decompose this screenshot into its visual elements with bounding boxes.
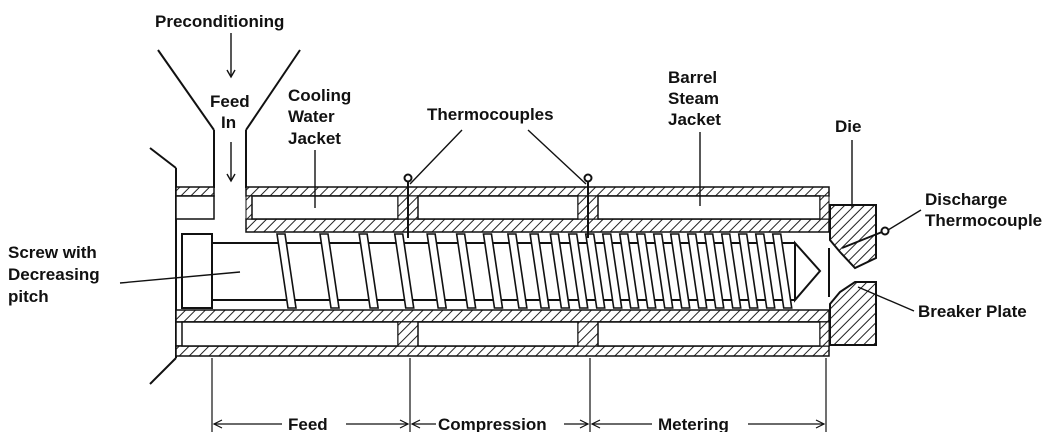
label-feed-in-line2: In: [221, 113, 236, 132]
screw-flight: [652, 233, 674, 309]
screw-flight: [635, 233, 657, 309]
label-preconditioning: Preconditioning: [155, 12, 284, 31]
screw-flight: [549, 233, 571, 309]
screw-flight: [276, 233, 297, 309]
screw-flight: [703, 233, 725, 309]
label-die: Die: [835, 117, 861, 136]
barrel-lower-wall: [175, 309, 830, 357]
screw-flight: [771, 233, 793, 309]
label-screw-line3: pitch: [8, 287, 49, 306]
screw-flight: [754, 233, 776, 309]
label-cooling-line2: Water: [288, 107, 335, 126]
barrel-end-wall: [149, 147, 177, 385]
screw-flight: [482, 233, 504, 309]
label-screw-line1: Screw with: [8, 243, 97, 262]
screw-flight: [601, 233, 623, 309]
label-discharge-line1: Discharge: [925, 190, 1007, 209]
screw-flight: [319, 233, 340, 309]
label-barrel-line3: Jacket: [668, 110, 721, 129]
zone-label-metering: Metering: [658, 415, 729, 432]
feed-hopper: [157, 49, 301, 188]
screw-flight: [529, 233, 551, 309]
screw-flight: [737, 233, 759, 309]
label-thermocouples: Thermocouples: [427, 105, 554, 124]
thermocouple-probes: [403, 173, 593, 238]
screw-flights: [276, 233, 793, 309]
barrel-upper-wall: [175, 186, 830, 233]
zone-markers: [211, 358, 827, 432]
screw-flight: [358, 233, 380, 309]
screw-flight: [393, 233, 415, 309]
die-assembly: [828, 204, 877, 346]
label-screw-line2: Decreasing: [8, 265, 100, 284]
screw-flight: [567, 233, 589, 309]
zone-label-compression: Compression: [438, 415, 547, 432]
screw-flight: [686, 233, 708, 309]
discharge-thermocouple-probe: [841, 226, 890, 249]
leader-lines: [119, 33, 922, 312]
zone-dimension-lines: [212, 419, 826, 429]
label-barrel-line2: Steam: [668, 89, 719, 108]
screw-flight: [618, 233, 640, 309]
screw-flight: [669, 233, 691, 309]
label-cooling-line3: Jacket: [288, 129, 341, 148]
label-discharge-line2: Thermocouple: [925, 211, 1042, 230]
label-breaker-plate: Breaker Plate: [918, 302, 1027, 321]
screw-flight: [455, 233, 477, 309]
screw-flight: [426, 233, 448, 309]
screw-flight: [584, 233, 606, 309]
zone-label-feed: Feed: [288, 415, 328, 432]
screw-flight: [506, 233, 528, 309]
screw-flight: [720, 233, 742, 309]
label-barrel-line1: Barrel: [668, 68, 717, 87]
label-feed-in-line1: Feed: [210, 92, 250, 111]
label-cooling-line1: Cooling: [288, 86, 351, 105]
